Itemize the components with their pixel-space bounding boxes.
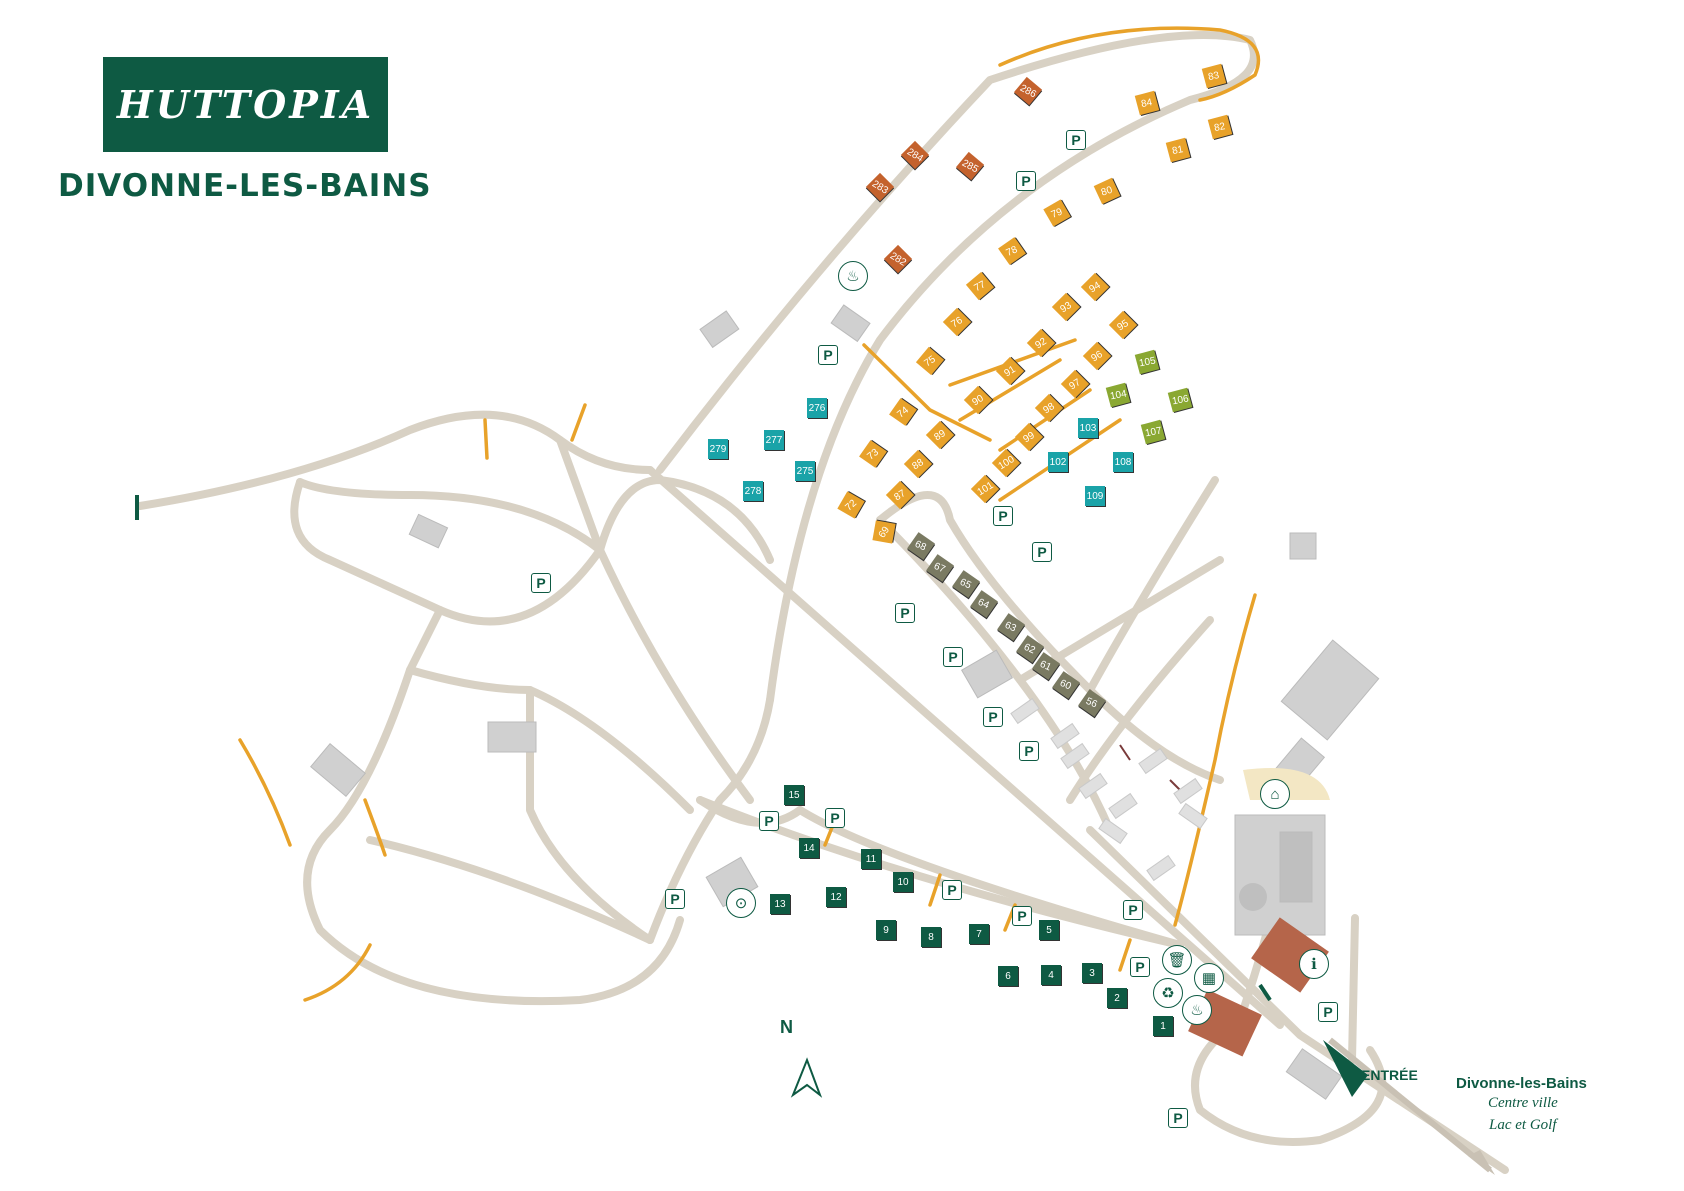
parking-icon[interactable]: P	[825, 808, 845, 828]
pitch-13[interactable]: 13	[770, 894, 790, 914]
parking-icon[interactable]: P	[943, 647, 963, 667]
parking-icon[interactable]: P	[1130, 957, 1150, 977]
destination-title: Divonne-les-Bains	[1456, 1075, 1587, 1092]
pitch-4[interactable]: 4	[1041, 965, 1061, 985]
pitch-277[interactable]: 277	[764, 430, 784, 450]
info-icon[interactable]: ℹ	[1299, 949, 1329, 979]
destination-line1: Centre ville	[1488, 1095, 1558, 1111]
north-arrow	[790, 1057, 823, 1098]
parking-icon[interactable]: P	[1123, 900, 1143, 920]
groceries-icon[interactable]: ▦	[1194, 963, 1224, 993]
pitch-103[interactable]: 103	[1078, 418, 1098, 438]
parking-icon[interactable]: P	[895, 603, 915, 623]
parking-icon[interactable]: P	[1066, 130, 1086, 150]
exit-road	[1328, 1037, 1492, 1173]
parking-icon[interactable]: P	[665, 889, 685, 909]
recycling-icon[interactable]: ♻	[1153, 978, 1183, 1008]
parking-icon[interactable]: P	[818, 345, 838, 365]
destination-line2: Lac et Golf	[1489, 1117, 1557, 1133]
parking-icon[interactable]: P	[1016, 171, 1036, 191]
parking-icon[interactable]: P	[759, 811, 779, 831]
pitch-10[interactable]: 10	[893, 872, 913, 892]
mobile-homes	[1010, 697, 1208, 882]
parking-icon[interactable]: P	[1012, 906, 1032, 926]
pitch-108[interactable]: 108	[1113, 452, 1133, 472]
pitch-7[interactable]: 7	[969, 924, 989, 944]
pitch-5[interactable]: 5	[1039, 920, 1059, 940]
bbq-icon[interactable]: ♨	[838, 261, 868, 291]
pitch-276[interactable]: 276	[807, 398, 827, 418]
pitch-1[interactable]: 1	[1153, 1016, 1173, 1036]
parking-icon[interactable]: P	[983, 707, 1003, 727]
laundry-icon[interactable]: ⊙	[726, 888, 756, 918]
brand-logo: HUTTOPIA	[103, 57, 388, 152]
parking-icon[interactable]: P	[1032, 542, 1052, 562]
pitch-14[interactable]: 14	[799, 838, 819, 858]
pitch-8[interactable]: 8	[921, 927, 941, 947]
brand-name: HUTTOPIA	[116, 82, 375, 127]
pitch-278[interactable]: 278	[743, 481, 763, 501]
parking-icon[interactable]: P	[1019, 741, 1039, 761]
pitch-3[interactable]: 3	[1082, 963, 1102, 983]
exit-arrow	[1468, 1150, 1495, 1175]
pitch-102[interactable]: 102	[1048, 452, 1068, 472]
bin-icon[interactable]: 🗑	[1162, 945, 1192, 975]
pitch-2[interactable]: 2	[1107, 988, 1127, 1008]
roads	[136, 31, 1509, 1174]
pitch-12[interactable]: 12	[826, 887, 846, 907]
parking-icon[interactable]: P	[531, 573, 551, 593]
pitch-109[interactable]: 109	[1085, 486, 1105, 506]
parking-icon[interactable]: P	[942, 880, 962, 900]
parking-icon[interactable]: P	[1318, 1002, 1338, 1022]
pitch-15[interactable]: 15	[784, 785, 804, 805]
play-area-icon[interactable]: ⌂	[1260, 779, 1290, 809]
north-label: N	[780, 1017, 793, 1037]
fountain	[1239, 883, 1267, 911]
pitch-275[interactable]: 275	[795, 461, 815, 481]
entrance-label: ENTRÉE	[1361, 1067, 1418, 1083]
pitch-11[interactable]: 11	[861, 849, 881, 869]
pitch-69[interactable]: 69	[872, 520, 896, 544]
bbq-icon[interactable]: ♨	[1182, 995, 1212, 1025]
pitch-6[interactable]: 6	[998, 966, 1018, 986]
pitch-279[interactable]: 279	[708, 439, 728, 459]
entrance-arrow	[1323, 1040, 1368, 1097]
site-title: DIVONNE-LES-BAINS	[58, 168, 432, 204]
gate-east	[1258, 983, 1272, 1002]
parking-icon[interactable]: P	[1168, 1108, 1188, 1128]
parking-icon[interactable]: P	[993, 506, 1013, 526]
pitch-9[interactable]: 9	[876, 920, 896, 940]
